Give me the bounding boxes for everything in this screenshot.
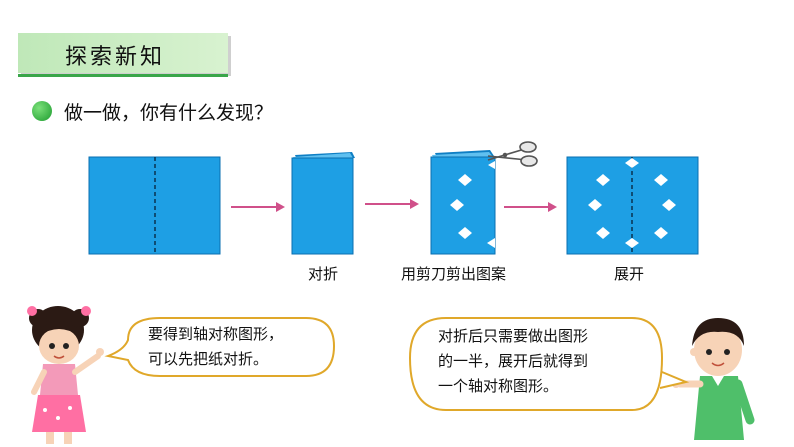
- arrow-right-icon: [504, 202, 557, 212]
- activity-prompt: 做一做，你有什么发现？: [64, 102, 274, 124]
- step-label-cut: 用剪刀剪出图案: [401, 265, 507, 283]
- arrow-right-icon: [231, 202, 285, 212]
- girl-bubble-line: 要得到轴对称图形，: [148, 325, 284, 343]
- step-label-unfold: 展开: [614, 265, 645, 283]
- boy-bubble-line: 的一半，展开后就得到: [438, 352, 589, 370]
- unfolded-paper: [566, 156, 699, 255]
- green-bullet-icon: [32, 101, 52, 121]
- scissors-icon: [487, 141, 538, 167]
- girl-character: [27, 306, 104, 444]
- cut-folded-paper: [430, 150, 496, 255]
- boy-character: [672, 318, 755, 440]
- boy-speech-bubble: [408, 317, 690, 411]
- girl-bubble-line: 可以先把纸对折。: [148, 350, 269, 368]
- section-title-banner: 探索新知: [18, 33, 228, 77]
- boy-bubble-text: 对折后只需要做出图形 的一半，展开后就得到 一个轴对称图形。: [438, 324, 588, 399]
- girl-bubble-text: 要得到轴对称图形， 可以先把纸对折。: [148, 322, 283, 372]
- section-title: 探索新知: [65, 45, 166, 70]
- full-paper-square: [88, 156, 221, 255]
- boy-bubble-line: 对折后只需要做出图形: [438, 327, 589, 345]
- boy-bubble-line: 一个轴对称图形。: [438, 377, 559, 395]
- step-label-fold: 对折: [308, 265, 339, 283]
- girl-speech-bubble: [104, 317, 336, 377]
- folded-paper: [291, 152, 355, 255]
- arrow-right-icon: [365, 199, 419, 209]
